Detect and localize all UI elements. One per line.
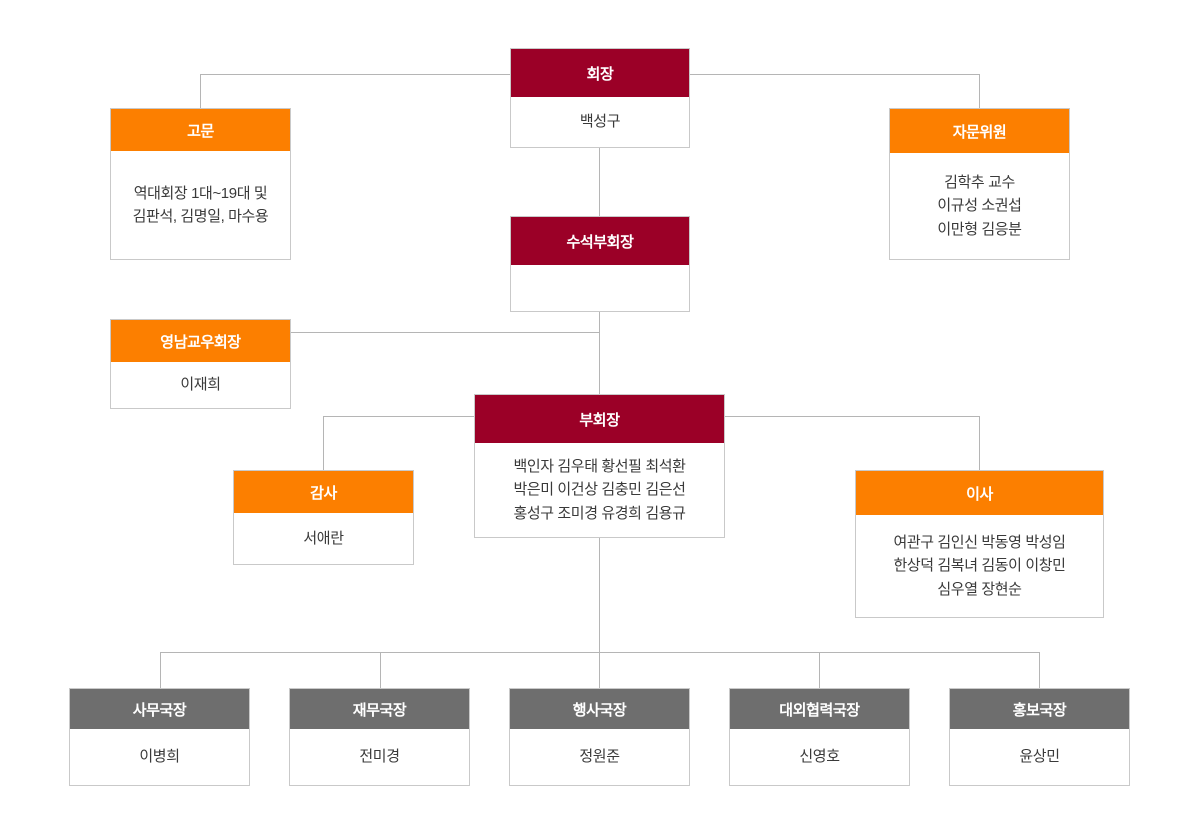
connector-vp-right (724, 416, 980, 417)
node-pr-director[interactable]: 홍보국장 윤상민 (949, 688, 1130, 786)
node-pr-director-members: 윤상민 (950, 729, 1129, 785)
connector-auditor-drop (323, 416, 324, 471)
node-advisor-title: 고문 (111, 109, 290, 151)
node-external-affairs-director[interactable]: 대외협력국장 신영호 (729, 688, 910, 786)
node-yeongnam-alumni-president-title: 영남교우회장 (111, 320, 290, 362)
connector-advisory-drop (979, 74, 980, 108)
member-line: 이재희 (180, 376, 221, 394)
node-auditor-title: 감사 (234, 471, 413, 513)
member-line: 백인자 김우태 황선필 최석환 (513, 458, 686, 476)
member-line: 백성구 (579, 113, 621, 131)
connector-spine-lower (599, 312, 600, 394)
node-events-director-members: 정원준 (510, 729, 689, 785)
member-line: 홍성구 조미경 유경희 김용규 (513, 504, 686, 522)
node-auditor[interactable]: 감사 서애란 (233, 470, 414, 565)
connector-drop-finance (380, 652, 381, 688)
connector-spine-to-bus (599, 538, 600, 652)
node-secretary-general-members: 이병희 (70, 729, 249, 785)
member-line: 이병희 (139, 748, 180, 766)
node-yeongnam-alumni-president[interactable]: 영남교우회장 이재희 (110, 319, 291, 409)
connector-advisor-drop (200, 74, 201, 108)
node-senior-vice-president[interactable]: 수석부회장 (510, 216, 690, 312)
member-line: 역대회장 1대~19대 및 (133, 184, 268, 202)
member-line: 윤상민 (1019, 748, 1060, 766)
node-director-title: 이사 (856, 471, 1103, 515)
member-line: 이규성 소권섭 (937, 197, 1022, 215)
connector-president-left (200, 74, 510, 75)
node-senior-vice-president-title: 수석부회장 (511, 217, 689, 265)
node-external-affairs-director-members: 신영호 (730, 729, 909, 785)
node-president-title: 회장 (511, 49, 689, 97)
member-line: 한상덕 김복녀 김동이 이창민 (893, 557, 1066, 575)
node-events-director[interactable]: 행사국장 정원준 (509, 688, 690, 786)
connector-director-drop (979, 416, 980, 471)
node-pr-director-title: 홍보국장 (950, 689, 1129, 729)
connector-drop-external (819, 652, 820, 688)
node-president-members: 백성구 (511, 97, 689, 147)
member-line: 서애란 (303, 529, 344, 547)
member-line: 이만형 김응분 (937, 220, 1022, 238)
node-external-affairs-director-title: 대외협력국장 (730, 689, 909, 729)
connector-vp-left (323, 416, 475, 417)
member-line: 신영호 (799, 748, 840, 766)
node-secretary-general[interactable]: 사무국장 이병희 (69, 688, 250, 786)
member-line: 박은미 이건상 김충민 김은선 (513, 481, 686, 499)
member-line: 전미경 (359, 748, 400, 766)
member-line: 심우열 장현순 (937, 580, 1022, 598)
node-events-director-title: 행사국장 (510, 689, 689, 729)
node-finance-director[interactable]: 재무국장 전미경 (289, 688, 470, 786)
node-vice-president-title: 부회장 (475, 395, 724, 443)
member-line: 김판석, 김명일, 마수용 (132, 208, 269, 225)
node-secretary-general-title: 사무국장 (70, 689, 249, 729)
connector-bottom-bus (160, 652, 1040, 653)
member-line: 김학추 교수 (944, 174, 1015, 192)
node-president[interactable]: 회장 백성구 (510, 48, 690, 148)
node-finance-director-members: 전미경 (290, 729, 469, 785)
node-advisory-committee-title: 자문위원 (890, 109, 1069, 153)
member-line: 정원준 (579, 748, 620, 766)
connector-drop-secretary (160, 652, 161, 688)
node-yeongnam-alumni-president-members: 이재희 (111, 362, 290, 408)
node-finance-director-title: 재무국장 (290, 689, 469, 729)
member-line: 여관구 김인신 박동영 박성임 (893, 534, 1066, 552)
connector-spine-main (599, 148, 600, 216)
node-senior-vice-president-members (511, 265, 689, 311)
connector-yeongnam (290, 332, 600, 333)
connector-president-right (689, 74, 979, 75)
connector-drop-pr (1039, 652, 1040, 688)
connector-drop-events (599, 652, 600, 688)
node-auditor-members: 서애란 (234, 513, 413, 564)
